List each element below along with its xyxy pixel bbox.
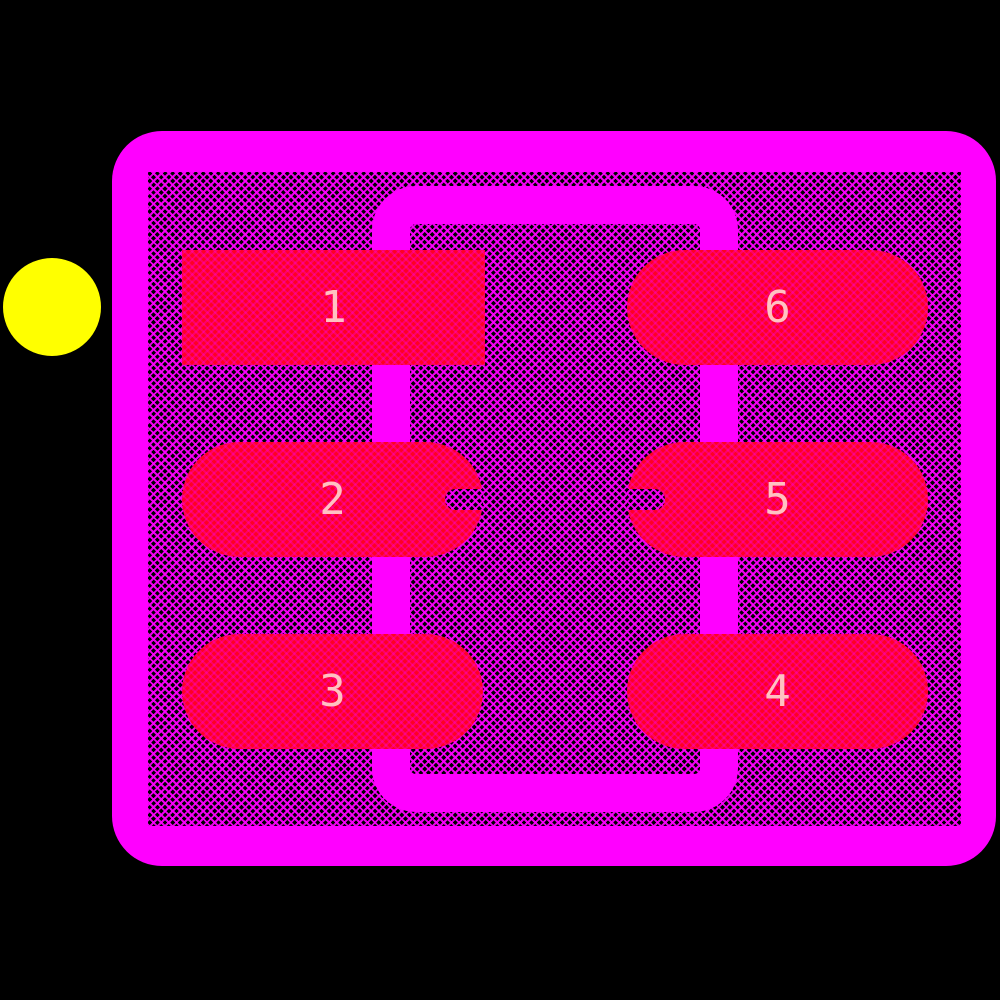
pad-4: 4 (627, 634, 928, 749)
pad-5-number: 5 (764, 473, 791, 525)
pad-2-number: 2 (319, 473, 346, 525)
pad-4-number: 4 (764, 665, 791, 717)
pad-6: 6 (627, 250, 928, 365)
pad-6-number: 6 (764, 281, 791, 333)
pin1-origin-dot (3, 258, 101, 356)
pad-1: 1 (182, 250, 485, 365)
pad-5-notch (627, 489, 665, 510)
pad-5: 5 (627, 442, 928, 557)
pad-2-notch (445, 489, 483, 510)
pad-3-number: 3 (319, 665, 346, 717)
pad-2: 2 (182, 442, 483, 557)
pad-3: 3 (182, 634, 483, 749)
pad-1-number: 1 (320, 281, 347, 333)
